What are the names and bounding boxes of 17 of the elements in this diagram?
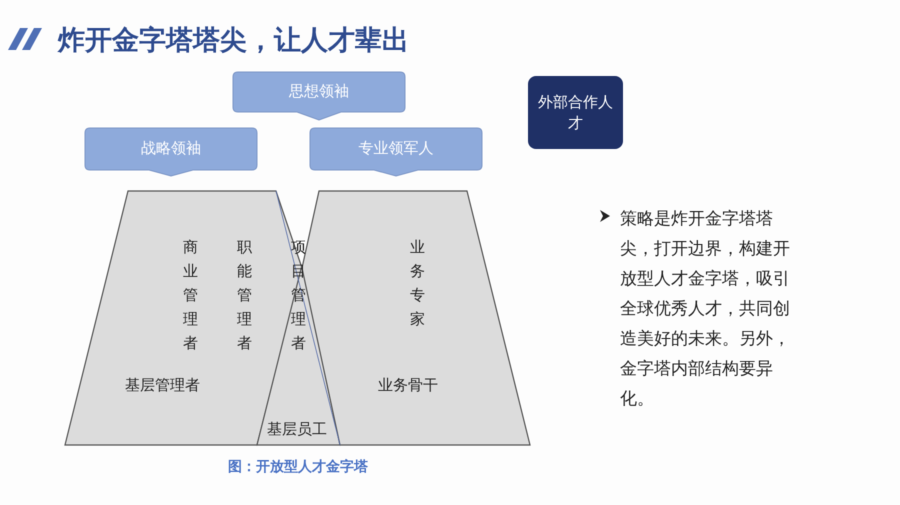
section-label: 职能管理者 (237, 237, 252, 354)
section-label: 基层管理者 (125, 376, 200, 395)
section-label: 业务骨干 (378, 376, 438, 395)
figure-caption: 图：开放型人才金字塔 (227, 458, 369, 476)
callout-box (310, 128, 482, 178)
callout-box (233, 72, 405, 122)
rounded-box (528, 76, 623, 149)
title: 炸开金字塔塔尖，让人才辈出 (58, 24, 409, 58)
box-label: 专业领军人 (358, 139, 434, 158)
section-label: 基层员工 (267, 420, 327, 439)
box-label: 外部合作人才 (537, 92, 614, 134)
section-label: 商业管理者 (183, 237, 198, 354)
bullet-text: 策略是炸开金字塔塔尖，打开边界，构建开放型人才金字塔，吸引全球优秀人才，共同创造美好的未来。另外，金字塔内部结构要异化。 (620, 208, 791, 411)
box-label: 战略领袖 (140, 139, 202, 158)
callout-box (85, 128, 257, 178)
section-label: 业务专家 (410, 237, 425, 330)
box-label: 思想领袖 (288, 82, 350, 101)
